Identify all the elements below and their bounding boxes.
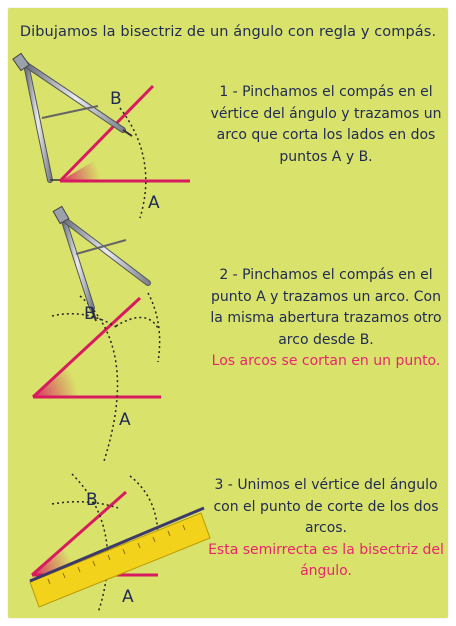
step3-diagram: B A — [29, 473, 211, 614]
arc-upper-right — [115, 316, 159, 329]
angle-shading — [33, 356, 93, 397]
instruction-card: Dibujamos la bisectriz de un ángulo con … — [8, 8, 448, 618]
step-2: 2 - Pinchamos el compás en el punto A y … — [208, 265, 444, 373]
arc-from-a — [147, 292, 161, 363]
step2-diagram: B A — [31, 205, 161, 462]
point-b-label: B — [86, 490, 98, 510]
compass-icon — [12, 52, 133, 183]
step-3-highlight: Esta semirrecta es la bisectriz del ángu… — [208, 541, 444, 580]
point-b-label: B — [84, 304, 96, 324]
angle-side-oblique — [58, 84, 155, 183]
step-2-text: 2 - Pinchamos el compás en el punto A y … — [210, 267, 442, 348]
compass-icon — [52, 205, 151, 322]
step-1-text: 1 - Pinchamos el compás en el vértice de… — [210, 84, 442, 165]
illustrations: B A B A — [12, 52, 211, 614]
point-a-label: A — [122, 587, 134, 607]
step-1: 1 - Pinchamos el compás en el vértice de… — [208, 82, 444, 168]
arc-from-b — [51, 313, 119, 329]
bisector-line — [29, 506, 205, 583]
step-3-text: 3 - Unimos el vértice del ángulo con el … — [213, 477, 439, 536]
arc-from-a — [129, 475, 159, 539]
arc-from-vertex — [71, 473, 109, 614]
point-a-label: A — [119, 410, 131, 430]
arc-from-b — [51, 501, 119, 509]
angle-side-oblique — [31, 296, 142, 399]
angle-shading — [60, 155, 109, 181]
step-3: 3 - Unimos el vértice del ángulo con el … — [208, 475, 444, 583]
angle-side-oblique — [31, 490, 127, 577]
arc — [119, 107, 147, 219]
arc-from-vertex — [79, 295, 119, 462]
step-2-highlight: Los arcos se cortan en un punto. — [211, 353, 441, 369]
point-b-label: B — [110, 89, 122, 109]
step1-diagram: B A — [12, 52, 190, 219]
page-title: Dibujamos la bisectriz de un ángulo con … — [19, 24, 437, 40]
point-a-label: A — [148, 193, 160, 213]
ruler-icon — [29, 512, 211, 608]
